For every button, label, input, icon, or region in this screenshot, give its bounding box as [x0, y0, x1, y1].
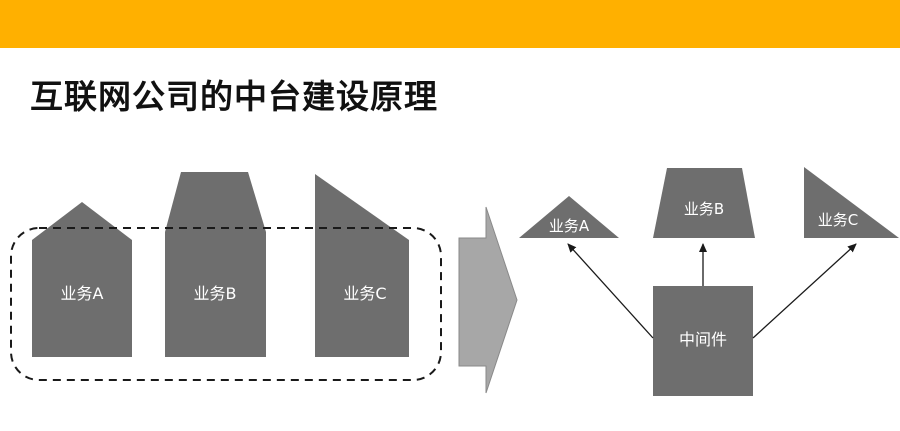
right-service-b-shape [653, 168, 755, 238]
left-service-b-shape [165, 172, 266, 357]
transition-arrow [458, 206, 518, 394]
left-service-c-label: 业务C [343, 284, 386, 303]
dashed-group-boundary [10, 227, 442, 381]
connector-arrow-to-service-a [567, 243, 654, 339]
left-service-a-label: 业务A [61, 284, 104, 303]
left-service-b-label: 业务B [194, 284, 237, 303]
right-after-group: 业务A 业务B 业务C 中间件 [519, 167, 899, 396]
right-service-a-shape [519, 196, 619, 238]
right-service-c-shape [804, 167, 899, 238]
right-service-c-label: 业务C [818, 211, 858, 229]
right-service-b-label: 业务B [684, 200, 724, 218]
left-service-a-shape [32, 202, 132, 357]
top-accent-bar [0, 0, 900, 48]
right-service-a-label: 业务A [549, 217, 590, 235]
left-before-group: 业务A 业务B 业务C [10, 172, 442, 381]
middleware-label: 中间件 [679, 330, 727, 349]
left-service-c-shape [315, 174, 409, 357]
slide-title: 互联网公司的中台建设原理 [30, 77, 438, 116]
middleware-box [653, 286, 753, 396]
connector-arrow-to-service-c [752, 243, 857, 339]
